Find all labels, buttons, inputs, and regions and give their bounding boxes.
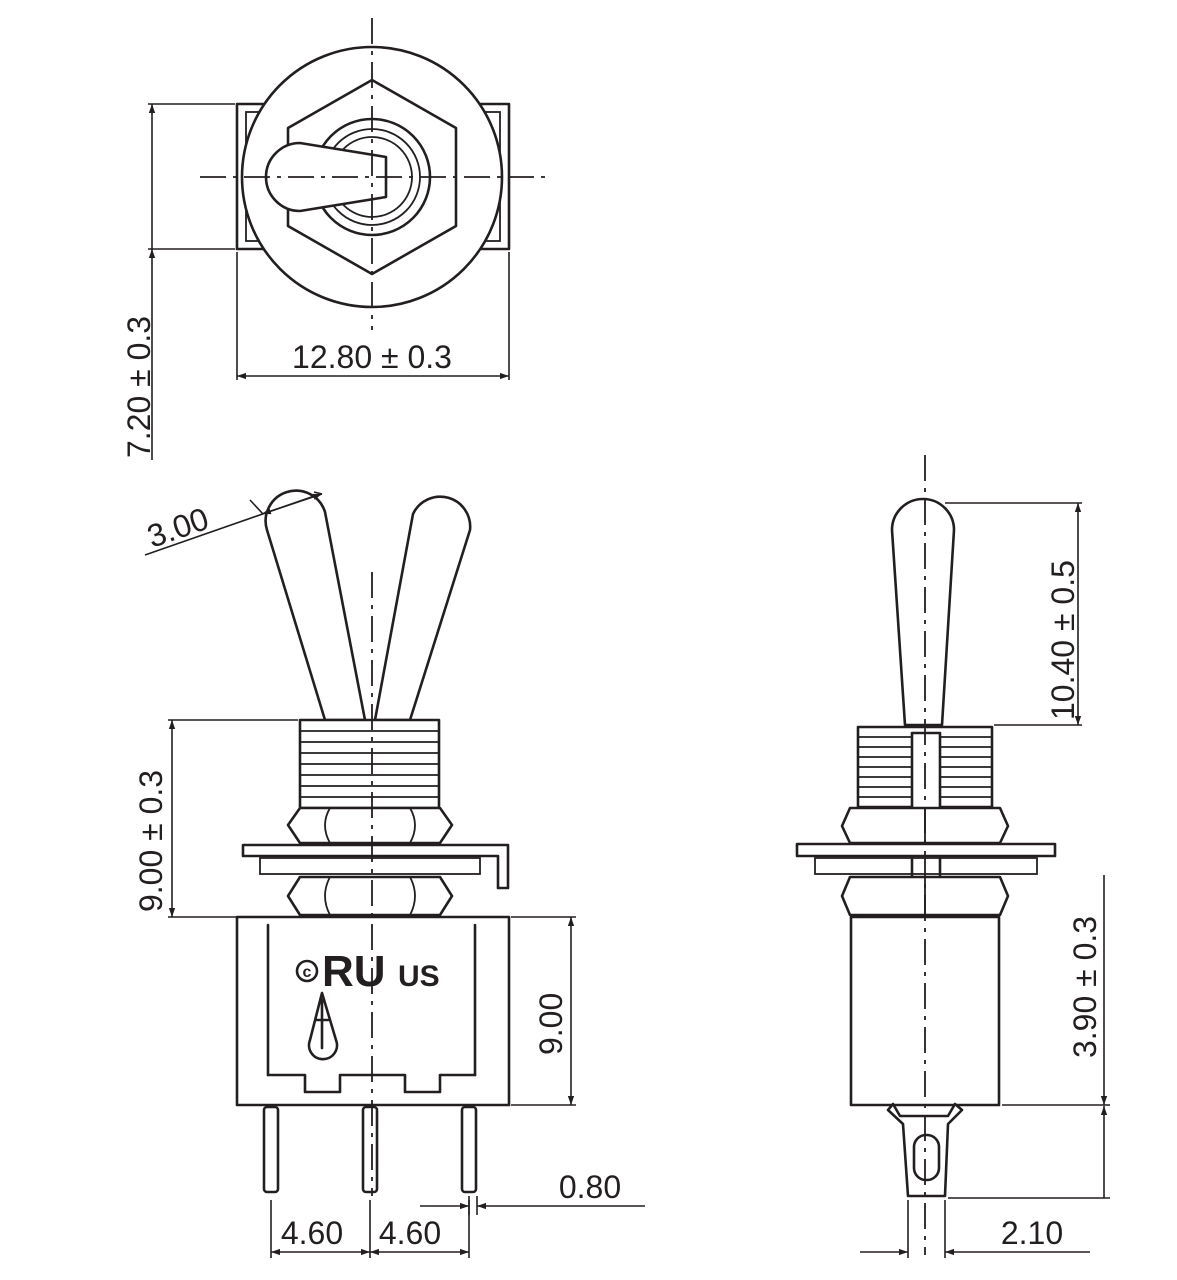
front-view-lower-nut-facets <box>324 876 416 916</box>
front-view-pin-left <box>262 1105 280 1194</box>
top-view-lever <box>264 141 388 213</box>
front-view-threads <box>300 730 439 798</box>
front-view-washer <box>241 843 510 890</box>
dim-label-pitch-right: 4.60 <box>379 1215 441 1251</box>
dim-label-body-height: 9.00 <box>533 993 569 1055</box>
dim-label-top-height: 7.20 ± 0.3 <box>121 316 157 458</box>
front-view-upper-nut-facets <box>324 807 416 844</box>
top-view: 7.20 ± 0.3 12.80 ± 0.3 <box>121 18 550 460</box>
dim-label-bushing-height: 9.00 ± 0.3 <box>133 770 169 912</box>
cert-c-letter: c <box>303 964 312 981</box>
dim-arrows-lever-width <box>261 493 323 515</box>
front-view-upper-nut <box>286 806 454 845</box>
cert-ru-logo: RU <box>322 947 386 996</box>
side-view: 10.40 ± 0.5 3.90 ± 0.3 2.10 <box>795 455 1110 1258</box>
certification-mark: c RU US <box>295 947 440 996</box>
front-view-body <box>235 915 511 1107</box>
side-view-terminal-slot <box>912 1133 941 1182</box>
dim-label-top-width: 12.80 ± 0.3 <box>292 339 452 375</box>
dim-label-pitch-left: 4.60 <box>281 1215 343 1251</box>
cert-us-letters: US <box>398 960 440 993</box>
dim-extension <box>249 499 264 515</box>
dim-label-side-pin-width: 2.10 <box>1001 1215 1063 1251</box>
front-view-washer-lower <box>259 857 481 875</box>
dim-label-lever-length: 10.40 ± 0.5 <box>1045 560 1081 720</box>
front-view: 3.00 c RU US <box>133 489 645 1258</box>
side-view-lever <box>890 497 956 727</box>
front-view-lever-left <box>264 489 367 722</box>
side-view-washer-lower <box>814 857 1038 875</box>
front-view-lower-nut <box>286 875 454 917</box>
tulip-symbol-icon <box>307 991 339 1061</box>
side-view-washer <box>795 842 1057 858</box>
cert-c-ring <box>295 959 319 983</box>
front-view-pin-center <box>361 1105 379 1194</box>
dim-label-pin-thickness: 0.80 <box>559 1169 621 1205</box>
dim-label-side-body-height: 3.90 ± 0.3 <box>1067 916 1103 1058</box>
front-view-pin-right <box>460 1105 478 1194</box>
dim-label-lever-width: 3.00 <box>143 500 214 554</box>
front-view-lever-right <box>373 495 472 722</box>
